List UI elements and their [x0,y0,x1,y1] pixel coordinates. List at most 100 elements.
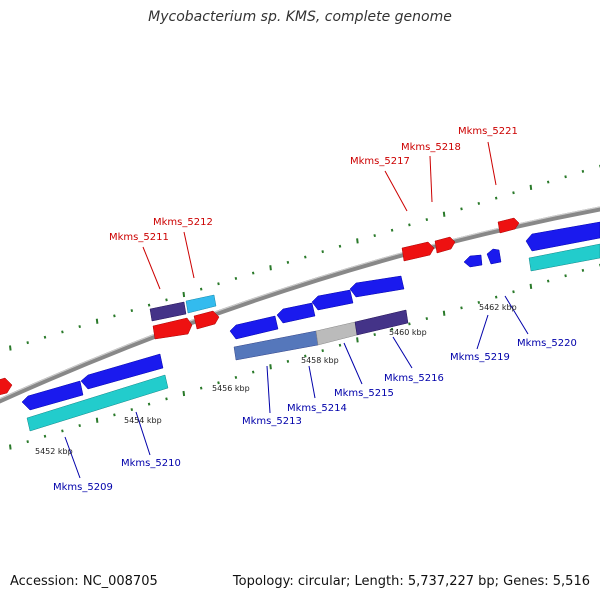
gene-arrow[interactable] [401,241,435,262]
gene-label-mkms-5218[interactable]: Mkms_5218 [401,142,461,153]
tick-mark [408,322,411,326]
tick-mark [373,333,376,337]
tick-mark [425,317,429,321]
tick-mark [581,268,585,272]
gene-label-mkms-5212[interactable]: Mkms_5212 [153,217,213,228]
gene-label-mkms-5221[interactable]: Mkms_5221 [458,126,518,137]
kbp-marker: 5454 kbp [124,416,162,425]
tick-mark [182,390,186,397]
tick-mark [529,184,533,191]
tick-mark [95,318,99,324]
tick-mark [78,424,81,428]
tick-mark [304,255,307,259]
gene-label-mkms-5210[interactable]: Mkms_5210 [121,458,181,469]
gene-arrow[interactable] [311,289,354,311]
gene-arrow[interactable] [486,248,502,265]
tick-mark [373,234,376,238]
tick-mark [564,175,567,179]
tick-mark [321,250,324,254]
genome-backbone [0,206,600,404]
kbp-marker: 5452 kbp [35,447,73,456]
tick-mark [130,309,134,313]
gene-arrow[interactable] [349,275,405,298]
tick-mark [460,306,463,310]
tick-mark [442,310,446,316]
tick-mark [113,314,116,318]
tick-mark [477,201,481,205]
tick-tracks [9,164,600,450]
genome-backbone-highlight [0,206,600,400]
tick-mark [390,327,394,331]
gene-arrow[interactable] [434,236,456,254]
reverse-cds-track [26,243,600,432]
gene-arrow[interactable] [193,310,220,330]
gene-label-mkms-5209[interactable]: Mkms_5209 [53,482,113,493]
cds-box[interactable] [528,243,600,272]
gene-arrow[interactable] [0,377,13,396]
tick-mark [251,370,255,374]
gene-arrow[interactable] [525,221,600,252]
tick-mark [234,375,238,379]
gene-arrow[interactable] [463,254,483,268]
cds-box[interactable] [315,321,358,346]
tick-mark [338,343,342,347]
gene-label-mkms-5215[interactable]: Mkms_5215 [334,388,394,399]
gene-label-mkms-5213[interactable]: Mkms_5213 [242,416,302,427]
tick-mark [460,207,463,211]
forward-cds-track [149,294,217,322]
reverse-gene-track [21,221,600,411]
gene-label-mkms-5216[interactable]: Mkms_5216 [384,373,444,384]
tick-mark [147,402,151,406]
tick-mark [217,282,220,286]
kbp-marker: 5456 kbp [212,384,250,393]
tick-mark [43,434,47,438]
forward-gene-track [0,217,520,396]
tick-mark [304,354,307,358]
tick-mark [130,408,134,412]
tick-mark [251,271,255,275]
tick-mark [61,429,64,433]
label-leaders [64,141,529,479]
cds-box[interactable] [26,374,169,432]
cds-box[interactable] [354,309,409,336]
gene-arrow[interactable] [152,317,193,340]
gene-label-mkms-5219[interactable]: Mkms_5219 [450,352,510,363]
tick-mark [95,417,99,423]
gene-label-mkms-5214[interactable]: Mkms_5214 [287,403,347,414]
tick-mark [356,238,359,244]
gene-label-mkms-5217[interactable]: Mkms_5217 [350,156,410,167]
gene-label-mkms-5220[interactable]: Mkms_5220 [517,338,577,349]
tick-mark [390,228,394,232]
tick-mark [494,196,498,200]
tick-mark [269,364,272,370]
gene-arrow[interactable] [80,353,164,390]
tick-mark [26,341,29,345]
tick-mark [234,276,238,280]
tick-mark [217,381,220,385]
tick-mark [512,290,515,294]
gene-arrow[interactable] [229,315,279,340]
tick-mark [442,211,446,217]
tick-mark [269,265,272,271]
tick-mark [9,345,12,351]
tick-mark [425,218,429,222]
tick-mark [564,274,567,278]
tick-mark [9,444,12,450]
cds-box[interactable] [149,301,187,322]
genome-title: Mycobacterium sp. KMS, complete genome [148,9,452,25]
gene-arrow[interactable] [497,217,520,234]
tick-mark [61,330,64,334]
gene-arrow[interactable] [276,302,316,324]
tick-mark [165,397,168,401]
kbp-marker: 5462 kbp [479,303,517,312]
kbp-marker: 5460 kbp [389,328,427,337]
tick-mark [165,298,168,302]
tick-mark [512,191,515,195]
cds-box[interactable] [185,294,217,314]
gene-label-mkms-5211[interactable]: Mkms_5211 [109,232,169,243]
tick-mark [338,244,342,248]
tick-mark [321,349,324,353]
gene-arrow[interactable] [21,380,84,411]
tick-mark [408,223,411,227]
